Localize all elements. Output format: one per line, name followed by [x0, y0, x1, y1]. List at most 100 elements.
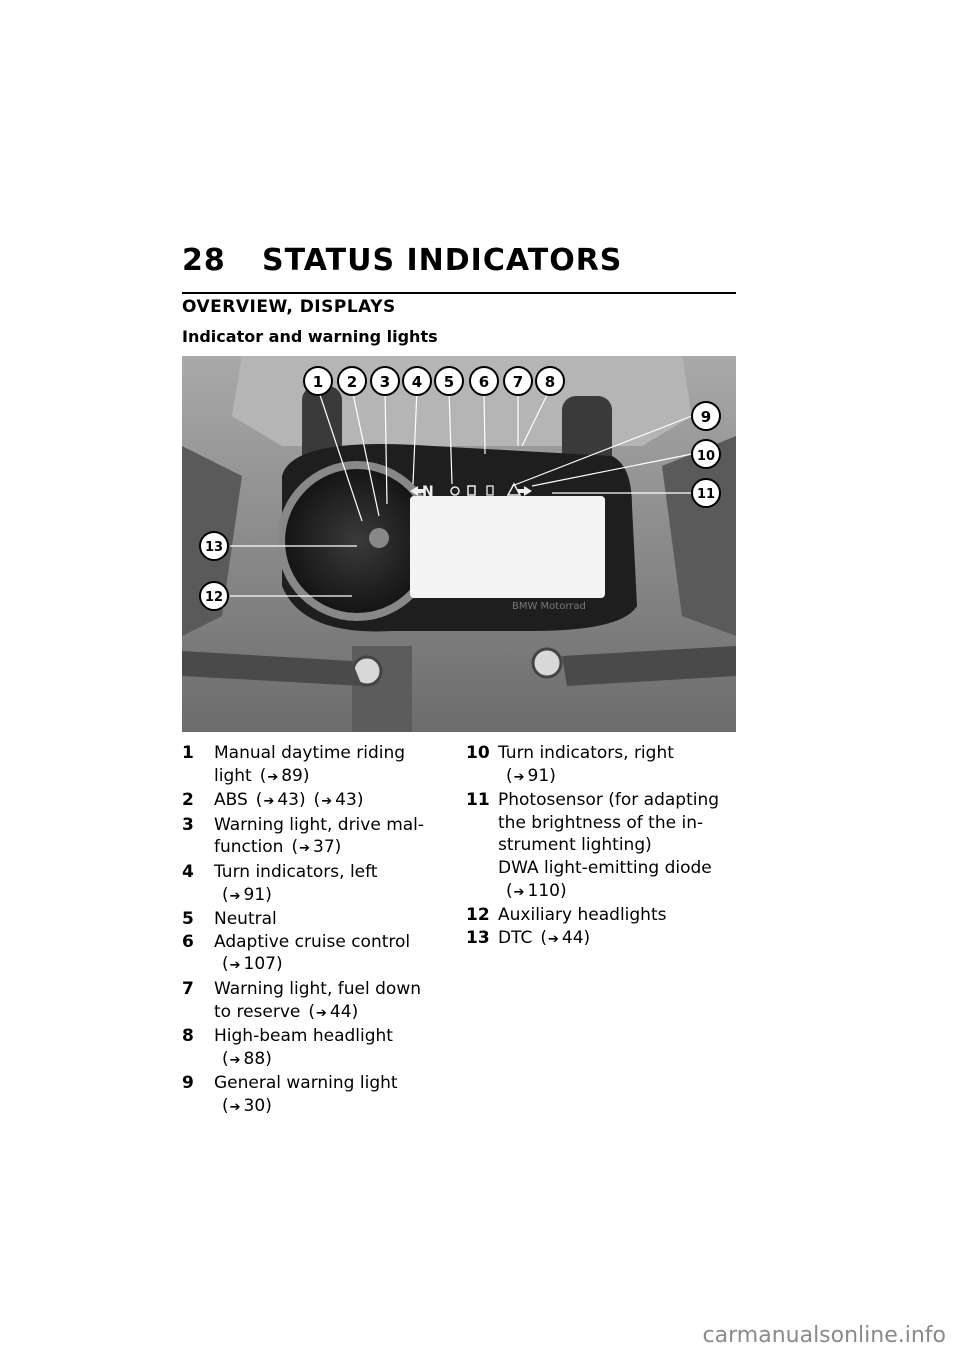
legend-line-text: strument lighting)	[498, 835, 652, 856]
svg-text:13: 13	[205, 540, 223, 555]
reference-page-number: 91	[527, 765, 550, 786]
legend-text: Adaptive cruise control(➔107)	[214, 931, 432, 978]
page-reference[interactable]: (➔43)	[313, 790, 364, 811]
callout-5: 5	[434, 366, 464, 396]
arrow-right-icon: ➔	[316, 1005, 327, 1021]
page-reference[interactable]: (➔44)	[540, 927, 591, 948]
legend-text: Auxiliary headlights	[498, 904, 736, 927]
callout-7: 7	[503, 366, 533, 396]
callout-4: 4	[402, 366, 432, 396]
legend-item: 9 General warning light(➔30)	[182, 1072, 432, 1119]
legend-text: Turn indicators, right(➔91)	[498, 742, 736, 789]
legend-item: 5 Neutral	[182, 908, 432, 931]
page-reference[interactable]: (➔30)	[222, 1095, 272, 1116]
general-warning-icon	[506, 482, 522, 496]
svg-text:5: 5	[444, 373, 454, 391]
reference-page-number: 37	[313, 837, 335, 858]
legend-text: ABS (➔43) (➔43)	[214, 789, 432, 814]
legend-number: 9	[182, 1073, 194, 1094]
legend-line: strument lighting)	[498, 834, 736, 857]
legend-line-text: General warning light	[214, 1073, 398, 1094]
legend-item: 2 ABS (➔43) (➔43)	[182, 789, 432, 814]
legend-line: Neutral	[214, 908, 432, 931]
page-reference[interactable]: (➔91)	[506, 765, 556, 786]
legend-number: 5	[182, 909, 194, 930]
legend-line: (➔110)	[498, 880, 736, 905]
arrow-right-icon: ➔	[229, 1099, 241, 1115]
page-reference[interactable]: (➔89)	[259, 765, 310, 786]
legend-line: (➔30)	[214, 1095, 432, 1120]
callout-1: 1	[303, 366, 333, 396]
page-reference[interactable]: (➔107)	[222, 954, 283, 975]
arrow-right-icon: ➔	[299, 841, 310, 857]
legend-line-text: Neutral	[214, 909, 277, 930]
page-number: 28	[182, 243, 226, 278]
cruise-control-icon	[450, 486, 460, 496]
turn-right-indicator-icon	[518, 486, 532, 496]
legend-text: High-beam headlight(➔88)	[214, 1025, 432, 1072]
legend-text: Neutral	[214, 908, 432, 931]
subtitle: Indicator and warning lights	[182, 327, 438, 346]
svg-text:11: 11	[697, 487, 715, 502]
reference-page-number: 107	[243, 954, 276, 975]
windshield	[232, 356, 692, 446]
page-header: 28 STATUS INDICATORS	[182, 243, 622, 278]
reference-page-number: 43	[335, 790, 357, 811]
arrow-right-icon: ➔	[513, 884, 525, 900]
legend-number: 2	[182, 790, 194, 811]
callout-12: 12	[199, 581, 229, 611]
legend-item: 3 Warning light, drive mal-function(➔37)	[182, 814, 432, 861]
neutral-indicator: N	[422, 484, 434, 500]
legend-line: Manual daytime riding	[214, 742, 432, 765]
legend-line-text: Auxiliary headlights	[498, 905, 667, 926]
legend-line: Turn indicators, right	[498, 742, 736, 765]
page-reference[interactable]: (➔110)	[506, 880, 567, 901]
legend-line: Auxiliary headlights	[498, 904, 736, 927]
legend-text: General warning light(➔30)	[214, 1072, 432, 1119]
legend-line: Photosensor (for adapting	[498, 789, 736, 812]
legend-number: 6	[182, 931, 194, 952]
callout-6: 6	[469, 366, 499, 396]
legend-line-text: light	[214, 765, 252, 786]
reference-page-number: 43	[277, 790, 299, 811]
legend-line-text: ABS	[214, 790, 248, 811]
page-reference[interactable]: (➔43)	[255, 790, 306, 811]
legend-line: High-beam headlight	[214, 1025, 432, 1048]
callout-9: 9	[691, 401, 721, 431]
svg-text:10: 10	[697, 449, 715, 464]
callouts: 1 2 3 4 5 6 7 8 9 10 11 12 13	[199, 366, 721, 611]
legend-line: Warning light, drive mal-	[214, 814, 432, 837]
svg-text:8: 8	[545, 373, 555, 391]
legend-number: 3	[182, 814, 194, 835]
legend-line: Turn indicators, left	[214, 861, 432, 884]
section-title: OVERVIEW, DISPLAYS	[182, 297, 396, 317]
lcd-display	[410, 496, 605, 598]
legend-line: General warning light	[214, 1072, 432, 1095]
chapter-title: STATUS INDICATORS	[262, 243, 623, 278]
legend-number: 12	[466, 905, 490, 926]
reference-page-number: 88	[243, 1048, 266, 1069]
legend-line-text: to reserve	[214, 1001, 301, 1022]
legend-line: light (➔89)	[214, 765, 432, 790]
svg-text:7: 7	[513, 373, 523, 391]
legend-line: (➔107)	[214, 953, 432, 978]
page-reference[interactable]: (➔91)	[222, 884, 272, 905]
legend-line: (➔91)	[214, 884, 432, 909]
legend-item: 12 Auxiliary headlights	[466, 904, 736, 927]
svg-text:6: 6	[479, 373, 489, 391]
legend-line-text: Manual daytime riding	[214, 743, 406, 763]
callout-13: 13	[199, 531, 229, 561]
page-reference[interactable]: (➔37)	[291, 837, 342, 858]
page-reference[interactable]: (➔88)	[222, 1048, 272, 1069]
page-reference[interactable]: (➔44)	[308, 1001, 359, 1022]
reference-page-number: 30	[243, 1095, 266, 1116]
legend-line: to reserve (➔44)	[214, 1001, 432, 1026]
legend-text: Warning light, drive mal-function(➔37)	[214, 814, 432, 861]
svg-text:2: 2	[347, 373, 357, 391]
arrow-right-icon: ➔	[321, 794, 333, 810]
